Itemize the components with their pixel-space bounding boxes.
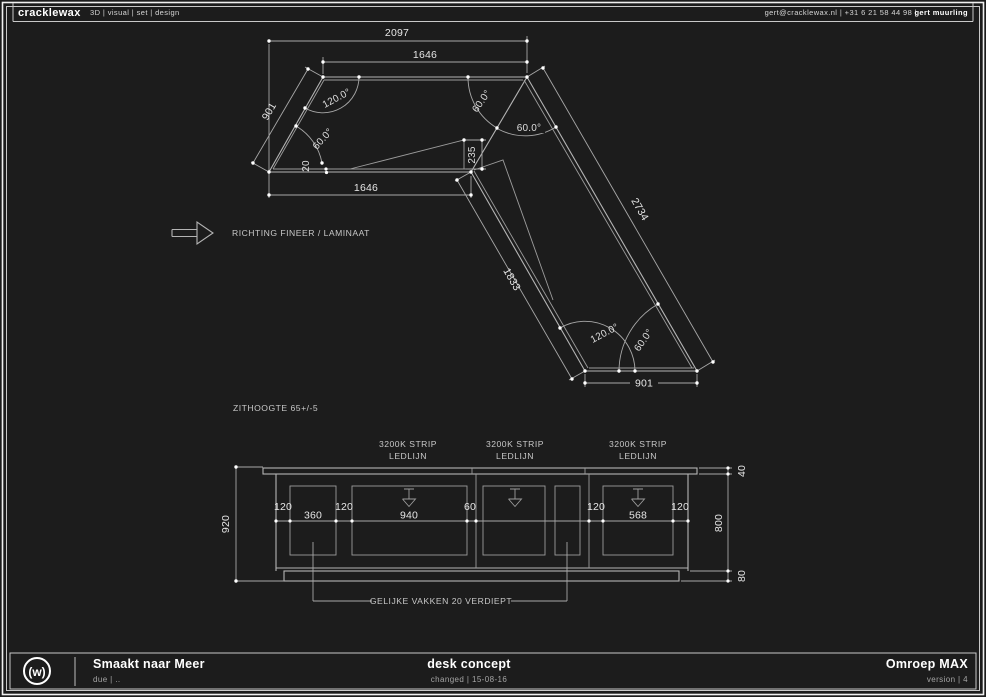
plan-dim-901-left-label: 901 [260,101,279,123]
plan-angle-60-bottomleft-label: 60.0° [311,127,336,153]
plan-dim-2734: 2734 [526,65,716,372]
plan-corner-dots [267,75,699,373]
elev-dim-800-label: 800 [713,514,725,532]
equal-panels-note-label: GELIJKE VAKKEN 20 VERDIEPT [370,596,513,606]
elev-dim-40-label: 40 [736,465,748,477]
changed-label: changed | 15-08-16 [431,675,508,684]
led-label-2-line2: LEDLIJN [496,451,534,461]
plan-inner-edges-arm [473,79,694,369]
panel-4 [554,485,581,556]
plan-dim-901-bottom: 901 [583,374,699,390]
elev-dims-right: 40 800 80 [681,465,748,583]
plan-view: 2097 1646 901 120.0° 60.0° [171,27,716,390]
right-arrow-icon [171,220,214,246]
plan-angle-60-topright-outer-label: 60.0° [517,123,541,134]
document-title: desk concept [427,657,511,671]
plan-seam-line [470,76,528,173]
equal-panels-note: GELIJKE VAKKEN 20 VERDIEPT [312,542,568,606]
elevation-body [262,467,698,582]
elev-dim-80-label: 80 [736,570,748,582]
header-services: 3D | visual | set | design [90,8,180,17]
due-label: due | .. [93,675,121,684]
brand-logo-text: cracklewax [18,7,81,19]
logo-w-icon: (w) [28,665,45,679]
elev-panel-3-label: 568 [629,510,647,522]
plan-dim-1646-top-label: 1646 [413,49,437,61]
elev-panel-2-label: 940 [400,510,418,522]
plan-dim-1646-bottom: 1646 [267,176,473,198]
plan-inner-edges-main [272,79,523,170]
plinth [283,570,680,582]
plan-angle-60-topright-inner: 60.0° [466,75,499,130]
led-label-1-line1: 3200K STRIP [379,439,437,449]
led-label-3-line1: 3200K STRIP [609,439,667,449]
project-name: Smaakt naar Meer [93,657,205,671]
plan-angle-60-topright-inner-label: 60.0° [470,88,493,114]
logo-circle-icon [23,657,51,685]
plan-angle-120-topleft-label: 120.0° [321,87,353,111]
plan-angle-60-armbottom: 60.0° [617,302,660,373]
plan-dim-901-left: 901 [250,66,324,173]
plan-dim-1833: 1833 [454,171,586,381]
plan-angle-60-bottomleft: 60.0° [294,124,336,165]
plan-dim-901-bottom-label: 901 [635,378,653,390]
plan-dim-235: 235 [462,138,486,171]
plan-angle-120-armbottom: 120.0° [558,320,637,373]
elev-panel-1-label: 360 [304,510,322,522]
plan-dim-2097-label: 2097 [385,27,409,39]
elev-dim-920: 920 [220,465,284,583]
elev-gap-3-label: 60 [464,501,476,513]
plan-dim-2734-label: 2734 [628,196,650,223]
header-author: gert muurling [914,8,968,17]
version-label: version | 4 [927,675,968,684]
seat-height-note: ZITHOOGTE 65+/-5 [233,403,318,413]
down-arrow-icon [631,488,646,508]
elev-dim-chain: 120 360 120 940 60 120 568 120 [274,501,690,523]
led-strip-labels: 3200K STRIP LEDLIJN 3200K STRIP LEDLIJN … [379,439,667,461]
plan-angle-120-topleft: 120.0° [303,75,361,114]
elev-dim-920-label: 920 [220,515,232,533]
led-label-1-line2: LEDLIJN [389,451,427,461]
plan-dim-20: 20 [301,160,329,175]
plan-dim-1646-top: 1646 [321,49,529,74]
elevation-view: ZITHOOGTE 65+/-5 3200K STRIP LEDLIJN 320… [220,403,748,606]
down-arrow-icon [402,488,417,508]
grain-direction-arrow: RICHTING FINEER / LAMINAAT [171,220,370,246]
plan-wedge-main [349,139,465,170]
plan-angle-60-armbottom-label: 60.0° [632,327,655,353]
header-bar: cracklewax 3D | visual | set | design ge… [18,7,968,19]
led-down-arrows [402,488,646,508]
plan-dim-20-label: 20 [301,160,312,172]
plan-angle-60-topright-outer: 60.0° [497,121,558,137]
grain-note: RICHTING FINEER / LAMINAAT [232,228,370,238]
elev-gap-5-label: 120 [671,501,689,513]
title-block: (w) Smaakt naar Meer due | .. desk conce… [9,652,977,690]
elev-gap-2-label: 120 [335,501,353,513]
down-arrow-icon [508,488,523,508]
desktop-strip [262,467,698,475]
plan-dim-1646-bottom-label: 1646 [354,182,378,194]
client-name: Omroep MAX [886,657,969,671]
elev-gap-4-label: 120 [587,501,605,513]
header-contact: gert@cracklewax.nl | +31 6 21 58 44 98 | [765,8,917,17]
led-label-2-line1: 3200K STRIP [486,439,544,449]
panel-3 [482,485,546,556]
plan-wedge-arm [473,159,554,301]
elev-gap-1-label: 120 [274,501,292,513]
plan-dim-235-label: 235 [467,146,478,164]
led-label-3-line2: LEDLIJN [619,451,657,461]
